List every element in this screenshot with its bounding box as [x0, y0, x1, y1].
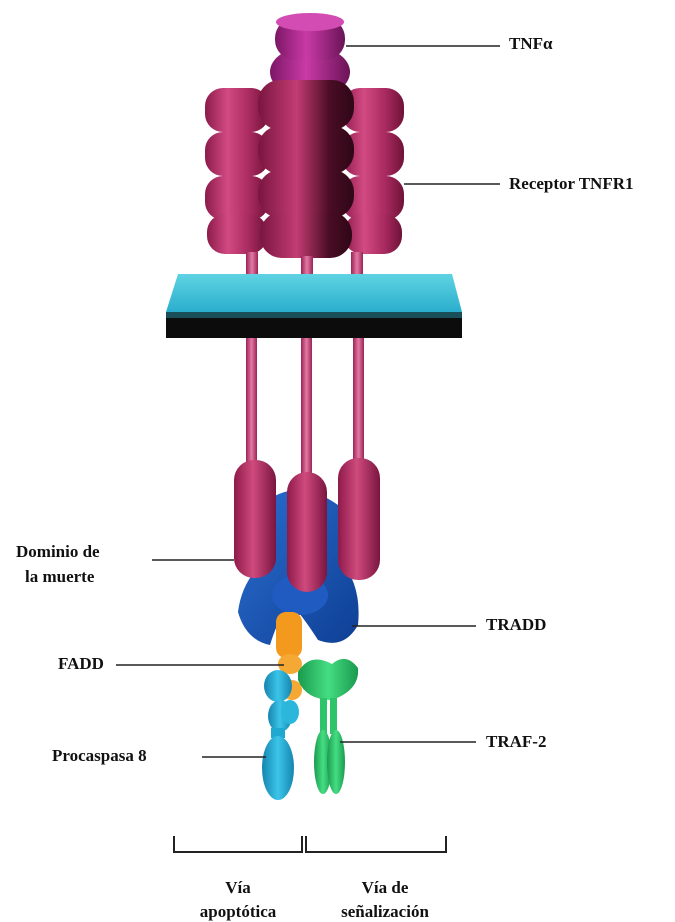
- label-tnf-alpha: TNFα: [509, 33, 553, 54]
- label-fadd: FADD: [58, 653, 104, 674]
- label-tradd: TRADD: [486, 614, 546, 635]
- signaling-bracket: [306, 836, 446, 852]
- label-traf2: TRAF-2: [486, 731, 546, 752]
- pathway-brackets: [174, 836, 446, 852]
- label-apoptotic-line1: Vía: [188, 877, 288, 898]
- label-signaling-line1: Vía de: [330, 877, 440, 898]
- intracellular-stems: [246, 338, 364, 478]
- label-apoptotic-line2: apoptótica: [178, 901, 298, 922]
- death-domains: [234, 458, 380, 592]
- label-death-domain-line2: la muerte: [25, 566, 94, 587]
- cell-membrane: [166, 274, 462, 338]
- label-receptor-tnfr1: Receptor TNFR1: [509, 173, 634, 194]
- label-death-domain-line1: Dominio de: [16, 541, 100, 562]
- label-signaling-line2: señalización: [318, 901, 452, 922]
- tnfr1-receptor-trimer: [205, 80, 404, 258]
- label-procaspase-8: Procaspasa 8: [52, 745, 147, 766]
- traf2-protein: [298, 659, 358, 794]
- apoptotic-bracket: [174, 836, 302, 852]
